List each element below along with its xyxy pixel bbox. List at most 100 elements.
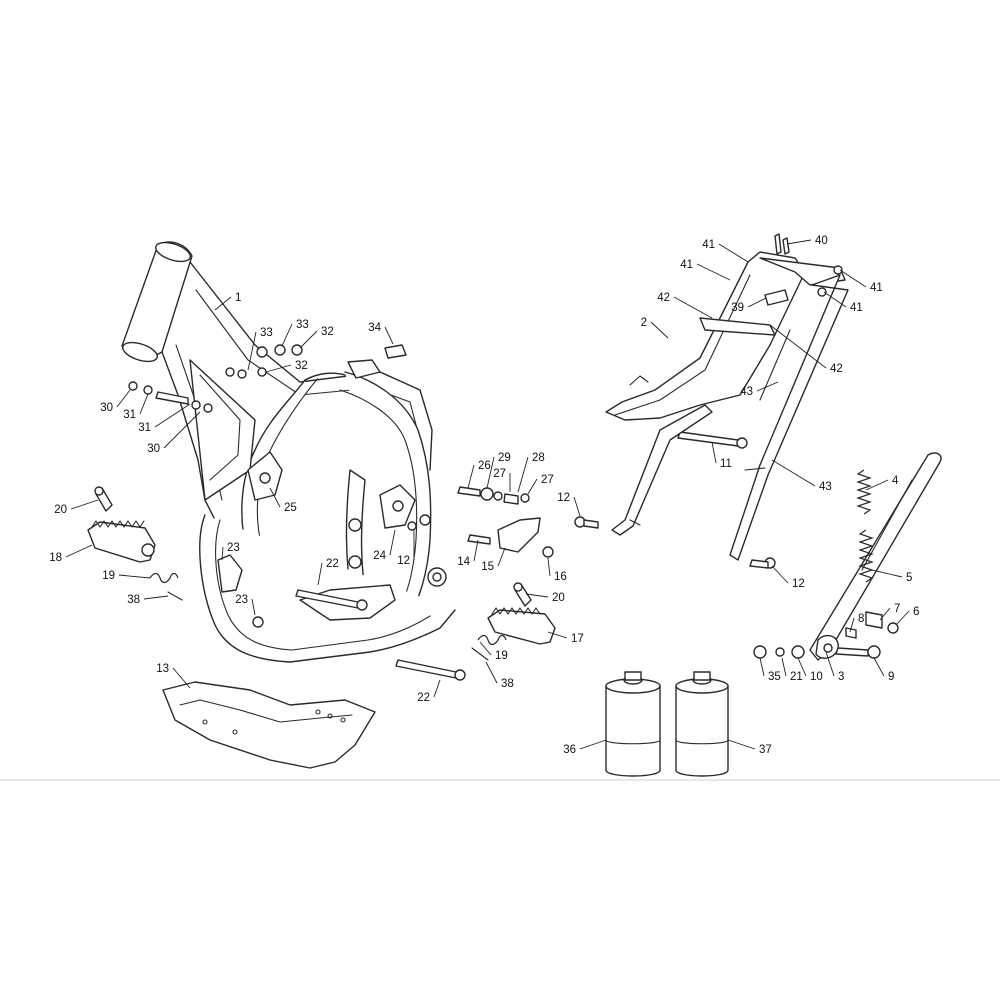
callout-number: 19 (495, 650, 508, 662)
callout-number: 5 (906, 572, 912, 584)
left-footpeg (87, 520, 156, 563)
leader-line (579, 739, 607, 750)
callout-number: 3 (838, 671, 844, 683)
leader-line (771, 565, 789, 584)
callout-number: 40 (815, 235, 828, 247)
leader-line (479, 641, 492, 656)
callout-number: 12 (792, 578, 805, 590)
callout-number: 16 (554, 571, 567, 583)
leader-line (747, 297, 767, 308)
leader-line (116, 389, 131, 408)
leader-line (497, 547, 506, 567)
callout-number: 26 (478, 460, 491, 472)
leader-line (221, 546, 224, 561)
leader-line (718, 243, 749, 263)
callout-number: 38 (501, 678, 514, 690)
callout-number: 8 (858, 613, 864, 625)
callout-number: 12 (397, 555, 410, 567)
leader-line (547, 631, 568, 639)
callout-number: 32 (321, 326, 334, 338)
rear-subframe (605, 233, 849, 569)
engine-mount-brackets (217, 451, 416, 628)
leader-line (389, 529, 396, 556)
leader-line (865, 479, 889, 491)
callout-number: 10 (810, 671, 823, 683)
callout-number: 41 (680, 259, 693, 271)
leader-line (154, 403, 191, 428)
callout-number: 31 (138, 422, 151, 434)
leader-line (118, 574, 151, 579)
leader-line (485, 661, 498, 684)
leader-line (673, 296, 713, 319)
callout-number: 2 (641, 317, 647, 329)
leader-line (650, 321, 669, 339)
sidestand-bracket (407, 486, 599, 558)
callout-number: 30 (147, 443, 160, 455)
callout-number: 4 (892, 475, 899, 487)
leader-line (895, 610, 910, 626)
callout-number: 31 (123, 409, 136, 421)
callout-number: 29 (498, 452, 511, 464)
leader-line (547, 557, 551, 577)
callout-number: 11 (720, 458, 732, 470)
callout-number: 13 (156, 663, 169, 675)
callout-number: 12 (557, 492, 570, 504)
leader-line (849, 617, 855, 633)
skid-plate (162, 681, 376, 769)
callout-number: 23 (227, 542, 240, 554)
callout-number: 41 (870, 282, 883, 294)
leader-line (70, 499, 99, 510)
leader-line (317, 562, 323, 586)
callout-number: 35 (768, 671, 781, 683)
callout-number: 27 (541, 474, 554, 486)
leader-line (527, 478, 538, 495)
leader-line (467, 464, 475, 489)
callout-number: 9 (888, 671, 894, 683)
callout-number: 18 (49, 552, 62, 564)
stand-springs (753, 469, 899, 659)
callout-number: 27 (493, 468, 506, 480)
leader-line (756, 381, 779, 392)
right-footpeg (487, 607, 556, 645)
leader-line (139, 393, 149, 415)
spray-can-37 (675, 671, 729, 777)
leader-line (879, 607, 891, 621)
callout-number: 34 (368, 322, 381, 334)
callout-number: 19 (102, 570, 115, 582)
callout-number: 22 (417, 692, 430, 704)
callout-number: 42 (830, 363, 843, 375)
callout-number: 38 (127, 594, 140, 606)
leader-line (711, 441, 717, 464)
leader-line (823, 291, 847, 308)
leader-line (251, 598, 256, 616)
callout-number: 7 (894, 603, 900, 615)
callout-number: 32 (295, 360, 308, 372)
leader-line (696, 263, 731, 281)
callout-number: 21 (790, 671, 803, 683)
leader-line (573, 496, 581, 517)
callout-number: 1 (235, 292, 241, 304)
callout-number: 41 (850, 302, 863, 314)
leader-line (473, 539, 479, 562)
footpeg-pins (94, 486, 532, 607)
leader-line (825, 651, 835, 677)
head-hardware (128, 344, 407, 413)
leader-line (299, 330, 318, 349)
footpeg-springs (149, 572, 507, 661)
leader-line (384, 326, 394, 345)
leader-line (265, 364, 292, 373)
callout-number: 39 (731, 302, 744, 314)
callout-number: 28 (532, 452, 545, 464)
leader-line (769, 324, 827, 369)
leader-line (525, 593, 549, 598)
callout-number: 20 (552, 592, 565, 604)
callout-number: 42 (657, 292, 670, 304)
callout-number: 33 (260, 327, 273, 339)
leader-line (172, 667, 191, 689)
callout-number: 37 (759, 744, 772, 756)
leader-line (759, 657, 765, 677)
leader-line (143, 595, 169, 600)
leader-line (517, 456, 529, 493)
